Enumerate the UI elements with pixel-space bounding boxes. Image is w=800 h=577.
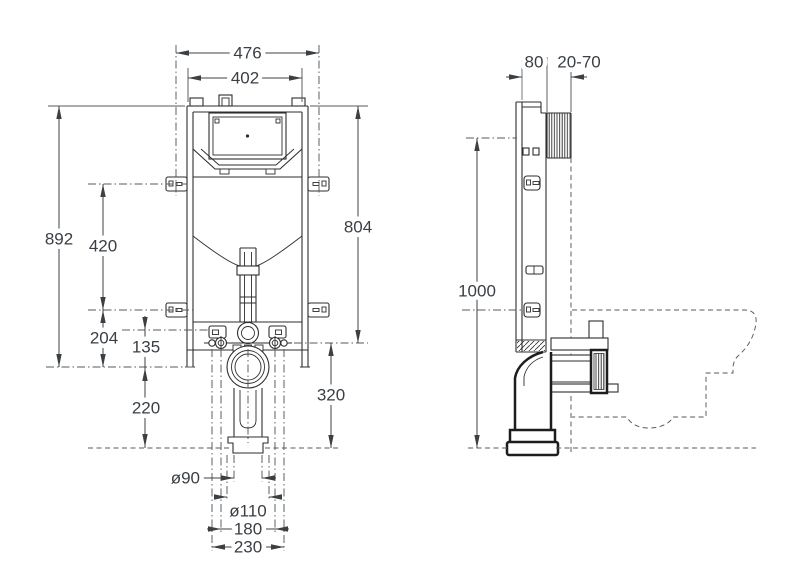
floor-elbow (505, 350, 560, 457)
box-center-dot (245, 134, 250, 138)
top-tab-right (291, 97, 306, 107)
dimension-labels: 476 402 892 420 204 135 220 320 804 ø90 … (40, 39, 605, 561)
access-box (208, 112, 287, 160)
dim-label-220: 220 (132, 399, 160, 418)
dim-label-135: 135 (132, 338, 160, 357)
dim-label-20-70: 20-70 (557, 53, 600, 72)
top-tab-left (189, 97, 204, 107)
dim-label-892: 892 (45, 230, 73, 249)
dim-label-o110: ø110 (229, 502, 267, 521)
side-view (505, 101, 757, 457)
wall-adjust-block (546, 112, 572, 159)
dim-label-1000: 1000 (458, 282, 496, 301)
dim-label-80: 80 (525, 53, 544, 72)
dim-label-o90: ø90 (171, 469, 200, 488)
outlet-flange (227, 436, 269, 454)
foot-hatch (517, 341, 545, 351)
dimension-lines (56, 50, 587, 550)
side-frame (515, 101, 547, 353)
dim-label-476: 476 (233, 44, 261, 63)
fixing-bolt-left (214, 336, 228, 350)
pan-connectors (550, 320, 619, 395)
inlet-circle (236, 321, 260, 345)
dim-label-204: 204 (90, 329, 118, 348)
dim-label-320: 320 (317, 386, 345, 405)
dim-label-402: 402 (231, 69, 259, 88)
dim-label-230: 230 (234, 538, 262, 557)
frame-outline (185, 94, 310, 368)
outer-fixing-right (280, 339, 288, 347)
inlet-knob (218, 94, 233, 107)
dim-label-420: 420 (89, 237, 117, 256)
dim-label-804: 804 (344, 218, 372, 237)
wc-pan-outline (572, 309, 757, 429)
fixing-bolt-right (268, 336, 282, 350)
extension-lines (46, 45, 756, 551)
cistern-shoulders (192, 148, 303, 178)
outer-fixing-left (208, 339, 216, 347)
front-view (165, 94, 330, 454)
flush-pipe (192, 235, 303, 345)
dim-label-180: 180 (234, 520, 262, 539)
wall-brackets (165, 176, 330, 318)
